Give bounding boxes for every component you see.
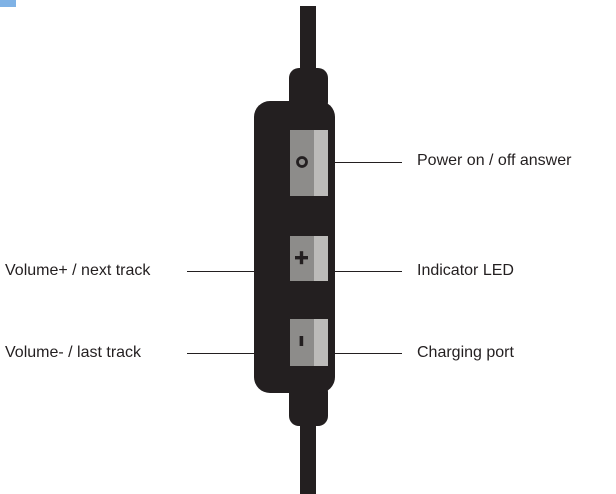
circle-icon — [296, 156, 308, 168]
power-button[interactable] — [290, 130, 328, 196]
label-power: Power on / off answer — [417, 152, 572, 169]
cable-bottom — [300, 418, 316, 494]
volume-down-button[interactable] — [290, 319, 328, 366]
label-volume-up: Volume+ / next track — [5, 262, 151, 279]
label-indicator-led: Indicator LED — [417, 262, 514, 279]
minus-icon — [299, 336, 304, 346]
label-volume-down: Volume- / last track — [5, 344, 142, 361]
volume-down-button-highlight — [314, 319, 328, 366]
power-button-highlight — [314, 130, 328, 196]
corner-tab — [0, 0, 16, 7]
volume-up-button-highlight — [314, 236, 328, 281]
volume-up-button[interactable] — [290, 236, 328, 281]
plus-icon-v — [299, 251, 304, 265]
label-charging-port: Charging port — [417, 344, 514, 361]
cable-top — [300, 6, 316, 76]
